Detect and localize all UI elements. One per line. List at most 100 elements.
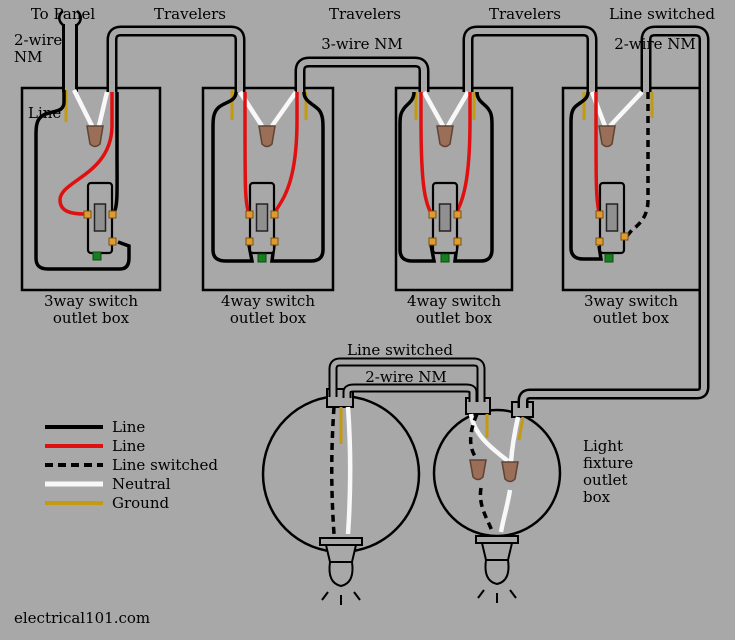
four-way-switch-3 xyxy=(428,181,462,263)
switch-toggle xyxy=(255,203,269,232)
box3-label-1: 4way switch xyxy=(407,292,501,310)
three-way-switch-4 xyxy=(595,181,629,263)
neutral-wire xyxy=(498,489,513,533)
terminal-screw xyxy=(245,210,254,219)
fixture-label-3: outlet xyxy=(583,471,627,489)
light-ray xyxy=(353,591,361,601)
terminal-screw xyxy=(108,237,117,246)
terminal-screw xyxy=(83,210,92,219)
switched-line-wire xyxy=(478,487,494,532)
box3-wires xyxy=(398,90,494,263)
cable-sheaths xyxy=(58,10,710,412)
red-traveler-wire xyxy=(273,92,299,213)
panel-cable-curl-left xyxy=(58,10,64,26)
neutral-wire xyxy=(345,406,353,535)
label-line: Line xyxy=(28,104,61,122)
terminal-screw xyxy=(453,210,462,219)
lamp-bulb xyxy=(328,561,354,588)
red-traveler-wire xyxy=(58,92,114,216)
legend: Line Line Line switched Neutral Ground xyxy=(45,418,218,512)
wire-nut xyxy=(501,461,519,483)
wire-nut xyxy=(436,125,454,148)
black-traveler-wire xyxy=(270,91,325,263)
ground-screw xyxy=(604,253,614,263)
label-2wire-nm-right: 2-wire NM xyxy=(614,35,696,53)
ground-screw xyxy=(92,251,102,261)
wire-nut xyxy=(598,125,616,148)
red-traveler-wire xyxy=(594,92,601,213)
box1-label-2: outlet box xyxy=(53,309,130,327)
box4-label-1: 3way switch xyxy=(584,292,678,310)
cable6-core xyxy=(344,385,476,406)
label-2wire-nm-bottom: 2-wire NM xyxy=(365,368,447,386)
label-2wire-nm-left-2: NM xyxy=(14,48,42,66)
wire-nut xyxy=(469,459,487,481)
switched-line-wire xyxy=(625,92,650,238)
lamp-collar xyxy=(319,537,363,546)
box-labels: 3way switch outlet box 4way switch outle… xyxy=(44,292,678,327)
lamp-holder-2 xyxy=(475,535,519,603)
fixture-label-4: box xyxy=(583,488,611,506)
wire-nuts xyxy=(86,125,616,483)
terminal-screw xyxy=(270,237,279,246)
fixture2-wires xyxy=(468,413,525,533)
box4-wires xyxy=(569,90,654,261)
neutral-wire xyxy=(589,91,608,127)
label-to-panel: To Panel xyxy=(31,5,96,23)
switch-box-2 xyxy=(201,86,335,292)
label-travelers-2: Travelers xyxy=(329,5,401,23)
line-hot-wire xyxy=(34,90,131,271)
switch-outlet-boxes xyxy=(20,86,702,292)
cable2-core xyxy=(297,59,427,95)
terminal-screw xyxy=(595,210,604,219)
legend-label-ground: Ground xyxy=(112,494,170,512)
box1-wires xyxy=(34,88,131,271)
three-way-switch-1 xyxy=(83,181,117,261)
ground-wire xyxy=(517,416,525,441)
watermark: electrical101.com xyxy=(14,609,150,627)
legend-label-line-black: Line xyxy=(112,418,145,436)
terminal-screw xyxy=(270,210,279,219)
neutral-wire xyxy=(608,90,644,128)
lamp-collar xyxy=(475,535,519,544)
fixture-box-label: Light fixture outlet box xyxy=(583,437,633,506)
ground-screw xyxy=(257,253,267,263)
fixture-label-1: Light xyxy=(583,437,623,455)
neutral-wire xyxy=(422,90,445,128)
ground-screw xyxy=(440,253,450,263)
wire-nut xyxy=(86,125,104,148)
switch-toggle xyxy=(605,203,619,232)
label-travelers-1: Travelers xyxy=(154,5,226,23)
box2-label-1: 4way switch xyxy=(221,292,315,310)
panel-cable-curl-right xyxy=(76,10,82,26)
wire-nut xyxy=(258,125,276,148)
neutral-wire xyxy=(468,413,510,463)
neutral-wire xyxy=(508,416,521,463)
legend-label-neutral: Neutral xyxy=(112,475,171,493)
red-traveler-wire xyxy=(243,92,251,214)
terminal-screw xyxy=(595,237,604,246)
lamp-bulb xyxy=(484,559,510,586)
light-ray xyxy=(477,589,485,599)
switch-box-1 xyxy=(20,86,162,292)
terminal-screw xyxy=(453,237,462,246)
switch-toggle xyxy=(93,203,107,232)
red-traveler-wire xyxy=(419,92,433,214)
box3-label-2: outlet box xyxy=(416,309,493,327)
black-traveler-wire xyxy=(398,91,437,263)
red-traveler-wire xyxy=(455,92,472,213)
terminal-screw xyxy=(428,210,437,219)
neutral-wire xyxy=(446,90,470,128)
switched-line-wire xyxy=(330,406,336,535)
black-traveler-wire xyxy=(211,91,255,263)
box1-label-1: 3way switch xyxy=(44,292,138,310)
switched-line-wire xyxy=(468,413,479,461)
four-way-switch-2 xyxy=(245,181,279,263)
lamp-socket xyxy=(480,542,514,561)
terminal-screw xyxy=(245,237,254,246)
neutral-wire xyxy=(270,90,298,128)
black-traveler-wire xyxy=(453,91,494,263)
